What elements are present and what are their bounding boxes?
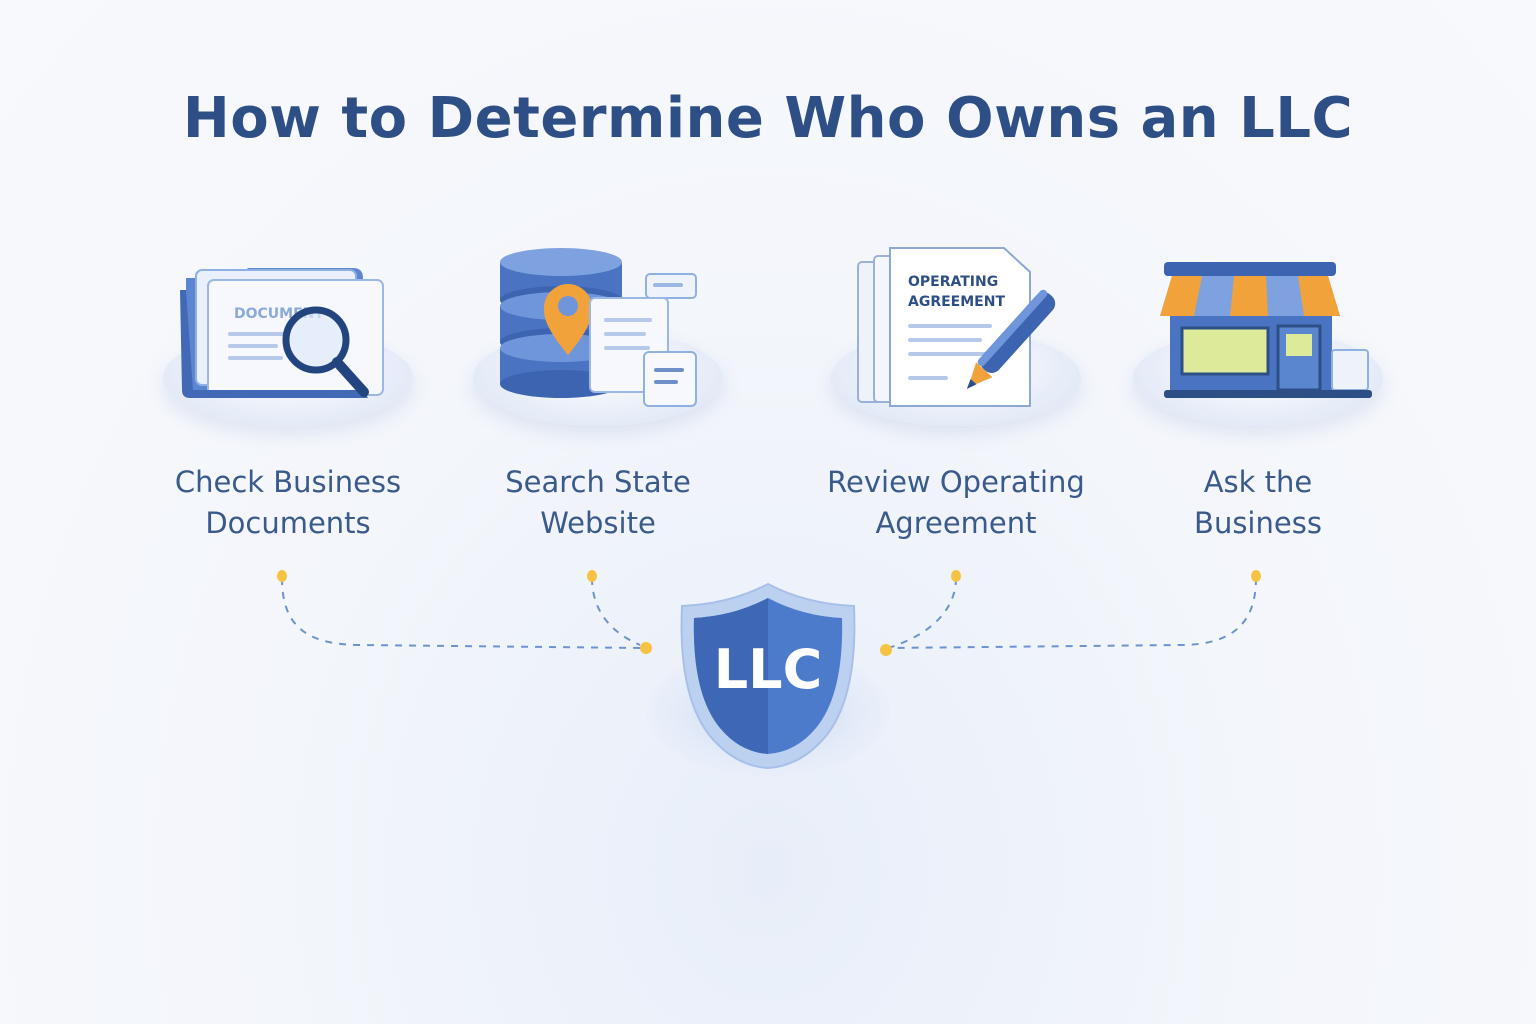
step-label-line1: Ask the xyxy=(1203,465,1313,499)
page-title: How to Determine Who Owns an LLC xyxy=(182,86,1354,151)
step-check-business-documents: DOCUMENT Check Business Documents xyxy=(138,240,438,560)
step-search-state-website: Search State Website xyxy=(448,240,748,560)
connector-dot xyxy=(1251,570,1261,582)
step-label: Search State Website xyxy=(428,462,768,544)
connector-dot xyxy=(587,570,597,582)
storefront-icon xyxy=(1160,262,1372,398)
database-location-icon xyxy=(500,248,697,407)
step-label-line2: Business xyxy=(1194,506,1322,540)
step-label-line2: Website xyxy=(540,506,656,540)
connector-dot xyxy=(277,570,287,582)
step-label-line2: Documents xyxy=(205,506,371,540)
doc-heading-line2: AGREEMENT xyxy=(908,294,1005,310)
step-review-operating-agreement: OPERATING AGREEMENT Review Operating Agr… xyxy=(806,240,1106,560)
shield-text: LLC xyxy=(714,638,822,701)
step-label-line1: Search State xyxy=(505,465,691,499)
step-ask-the-business: Ask the Business xyxy=(1108,240,1408,560)
shield-icon: LLC xyxy=(680,582,856,770)
step-label-line2: Agreement xyxy=(875,506,1037,540)
step-label: Check Business Documents xyxy=(118,462,458,544)
step-label: Review Operating Agreement xyxy=(786,462,1126,544)
connector-dot xyxy=(951,570,961,582)
folder-magnifier-icon: DOCUMENT xyxy=(180,268,384,398)
step-label-line1: Review Operating xyxy=(827,465,1085,499)
connector-step-2 xyxy=(591,577,641,646)
step-label: Ask the Business xyxy=(1088,462,1428,544)
agreement-pen-icon: OPERATING AGREEMENT xyxy=(857,247,1056,407)
doc-heading-line1: OPERATING xyxy=(908,274,998,290)
step-label-line1: Check Business xyxy=(174,465,402,499)
llc-hub: LLC xyxy=(636,576,900,786)
connector-step-1 xyxy=(281,577,643,649)
connector-step-4 xyxy=(887,577,1257,649)
